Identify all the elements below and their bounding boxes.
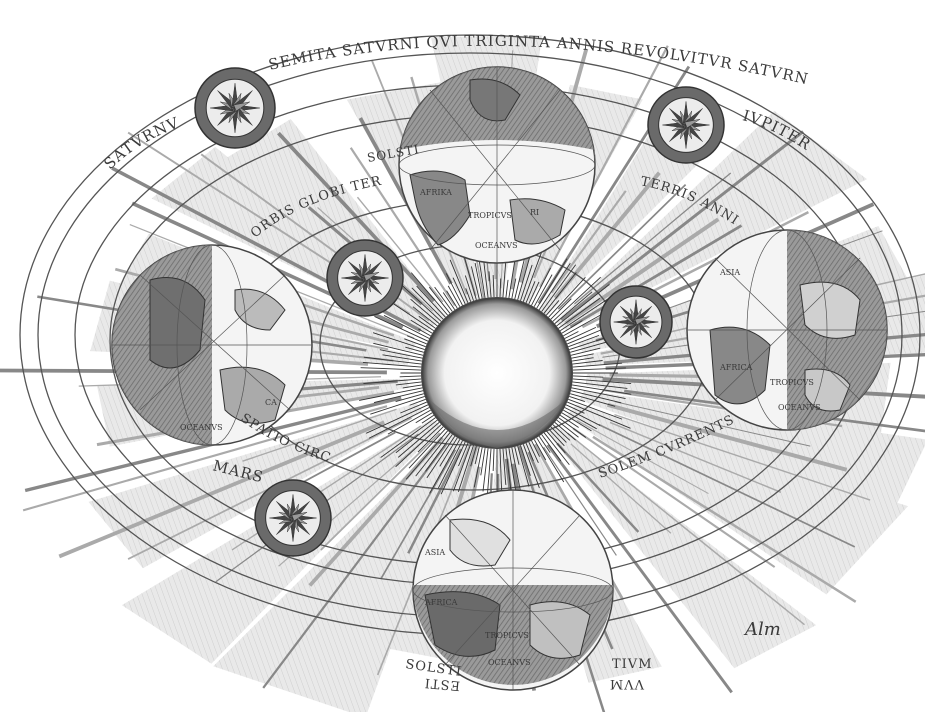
rose-jupiter [648, 87, 724, 163]
globe-bottom: ASIA AFRICA TROPICVS OCEANVS [413, 490, 613, 690]
label-esti-bottom: ESTI [423, 675, 460, 693]
artist-signature: Alm [743, 619, 781, 640]
label-right-oceanus: OCEANVS [778, 403, 821, 412]
label-top-tropicus: TROPICVS [468, 211, 512, 220]
label-bottom-africa: AFRICA [424, 598, 458, 607]
globe-left: OCEANVS CA [112, 245, 312, 445]
corona-spike [400, 376, 421, 377]
label-vvm: VVM [609, 676, 645, 691]
rose-saturn [195, 68, 275, 148]
label-semita-saturni: SEMITA SATVRNI QVI TRIGINTA ANNIS REVOLV… [0, 0, 810, 88]
corona-spike [361, 368, 421, 370]
corona-spike [493, 449, 494, 471]
sun-disc [422, 298, 572, 448]
label-tivm: TIVM [612, 657, 653, 672]
label-bottom-asia: ASIA [424, 548, 445, 557]
label-left-oceanus: OCEANVS [180, 423, 223, 432]
corona-spike [565, 332, 579, 339]
label-top-oceanus: OCEANVS [475, 241, 518, 250]
label-top-ri: RI [530, 208, 539, 217]
label-top-africa: AFRIKA [419, 188, 452, 197]
label-saturnus: SATVRNVS [0, 0, 182, 173]
label-bottom-oceanus: OCEANVS [488, 658, 531, 667]
label-left-ca: CA [265, 398, 277, 407]
corona-spike [506, 280, 508, 298]
label-right-tropicus: TROPICVS [770, 378, 814, 387]
label-bottom-tropicus: TROPICVS [485, 631, 529, 640]
rose-mars [255, 480, 331, 556]
label-right-africa: AFRICA [719, 363, 753, 372]
rose-venus [600, 286, 672, 358]
globe-right: ASIA AFRICA TROPICVS OCEANVS [687, 230, 887, 430]
label-right-asia: ASIA [719, 268, 740, 277]
globe-top: AFRIKA TROPICVS OCEANVS RI [399, 67, 595, 263]
rose-earth-inner [327, 240, 403, 316]
